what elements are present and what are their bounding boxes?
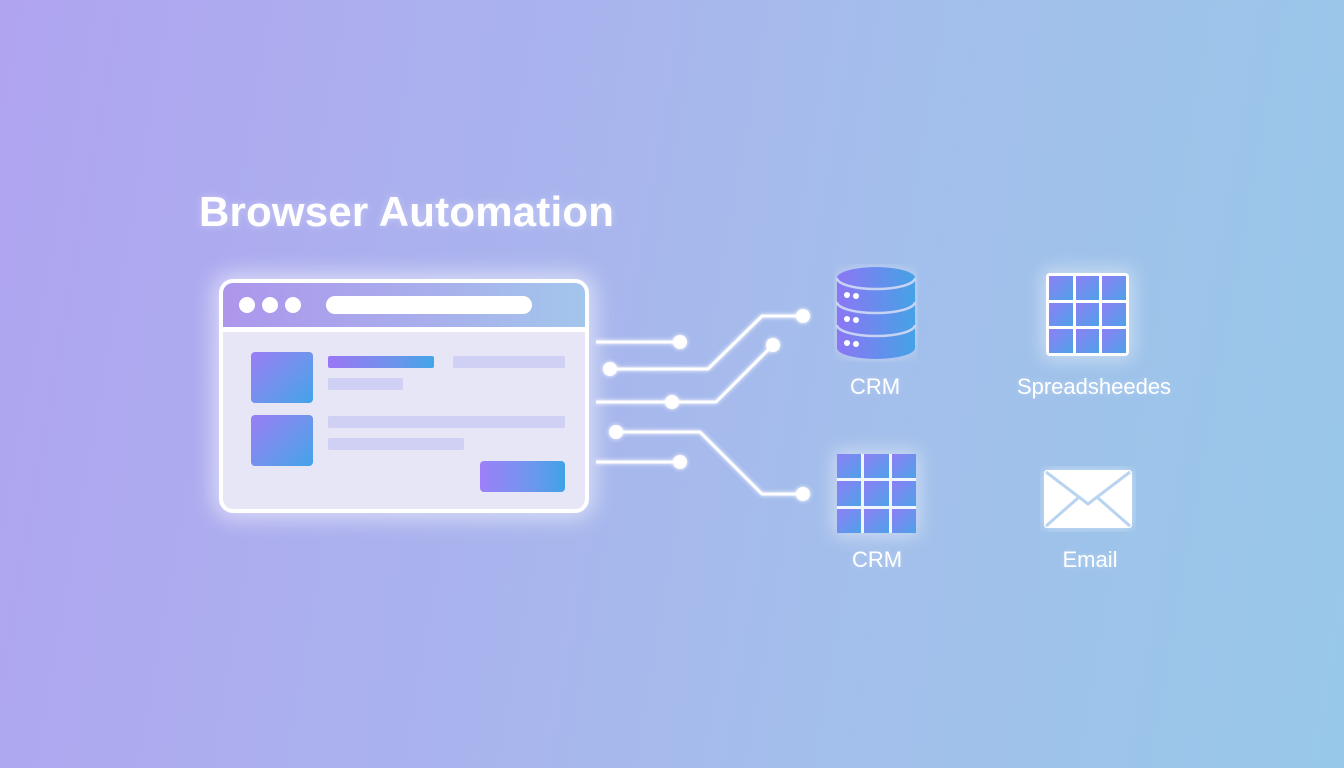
connector-node-dot	[603, 362, 617, 376]
connector-node-dot	[609, 425, 623, 439]
grid-cell	[1102, 276, 1126, 300]
content-thumbnail	[251, 352, 313, 403]
action-button-shape	[480, 461, 565, 492]
node-label-spreadsheets: Spreadsheedes	[1016, 374, 1172, 399]
grid-cell	[1049, 302, 1073, 327]
grid-cell	[864, 508, 889, 533]
connector-line	[596, 343, 775, 404]
grid-cell	[891, 454, 916, 479]
diagram-title: Browser Automation	[199, 188, 615, 235]
grid-cell	[837, 454, 862, 479]
connector-line	[616, 430, 803, 496]
node-label-crm-2: CRM	[851, 547, 903, 572]
grid-cell	[837, 508, 862, 533]
grid-cell	[864, 481, 889, 506]
window-control-dot	[262, 297, 278, 313]
content-placeholder-bar	[328, 378, 403, 390]
address-bar	[326, 296, 532, 314]
connector-node-dot	[796, 487, 810, 501]
connector-node-dot	[673, 335, 687, 349]
connector-node-dot	[665, 395, 679, 409]
content-heading-bar	[328, 356, 434, 368]
connector-node-dot	[673, 455, 687, 469]
grid-cell	[1075, 302, 1100, 327]
database-icon	[835, 267, 917, 359]
grid-cell	[1075, 276, 1100, 300]
spreadsheet-grid-icon	[1046, 273, 1129, 356]
grid-icon	[837, 454, 916, 533]
content-placeholder-bar	[328, 416, 565, 428]
grid-cell	[1049, 276, 1073, 300]
node-label-email: Email	[1062, 547, 1118, 572]
browser-window	[219, 279, 589, 513]
grid-cell	[891, 481, 916, 506]
grid-cell	[837, 481, 862, 506]
content-placeholder-bar	[328, 438, 464, 450]
envelope-icon	[1044, 470, 1132, 528]
grid-cell	[1102, 302, 1126, 327]
grid-cell	[1102, 329, 1126, 353]
grid-cell	[891, 508, 916, 533]
grid-cell	[1049, 329, 1073, 353]
browser-title-bar	[223, 283, 585, 332]
connector-node-dot	[766, 338, 780, 352]
connector-node-dot	[796, 309, 810, 323]
window-control-dot	[285, 297, 301, 313]
grid-cell	[864, 454, 889, 479]
content-thumbnail	[251, 415, 313, 466]
node-label-crm: CRM	[849, 374, 901, 399]
connector-line	[610, 314, 803, 371]
window-control-dot	[239, 297, 255, 313]
grid-cell	[1075, 329, 1100, 353]
content-placeholder-bar	[453, 356, 565, 368]
